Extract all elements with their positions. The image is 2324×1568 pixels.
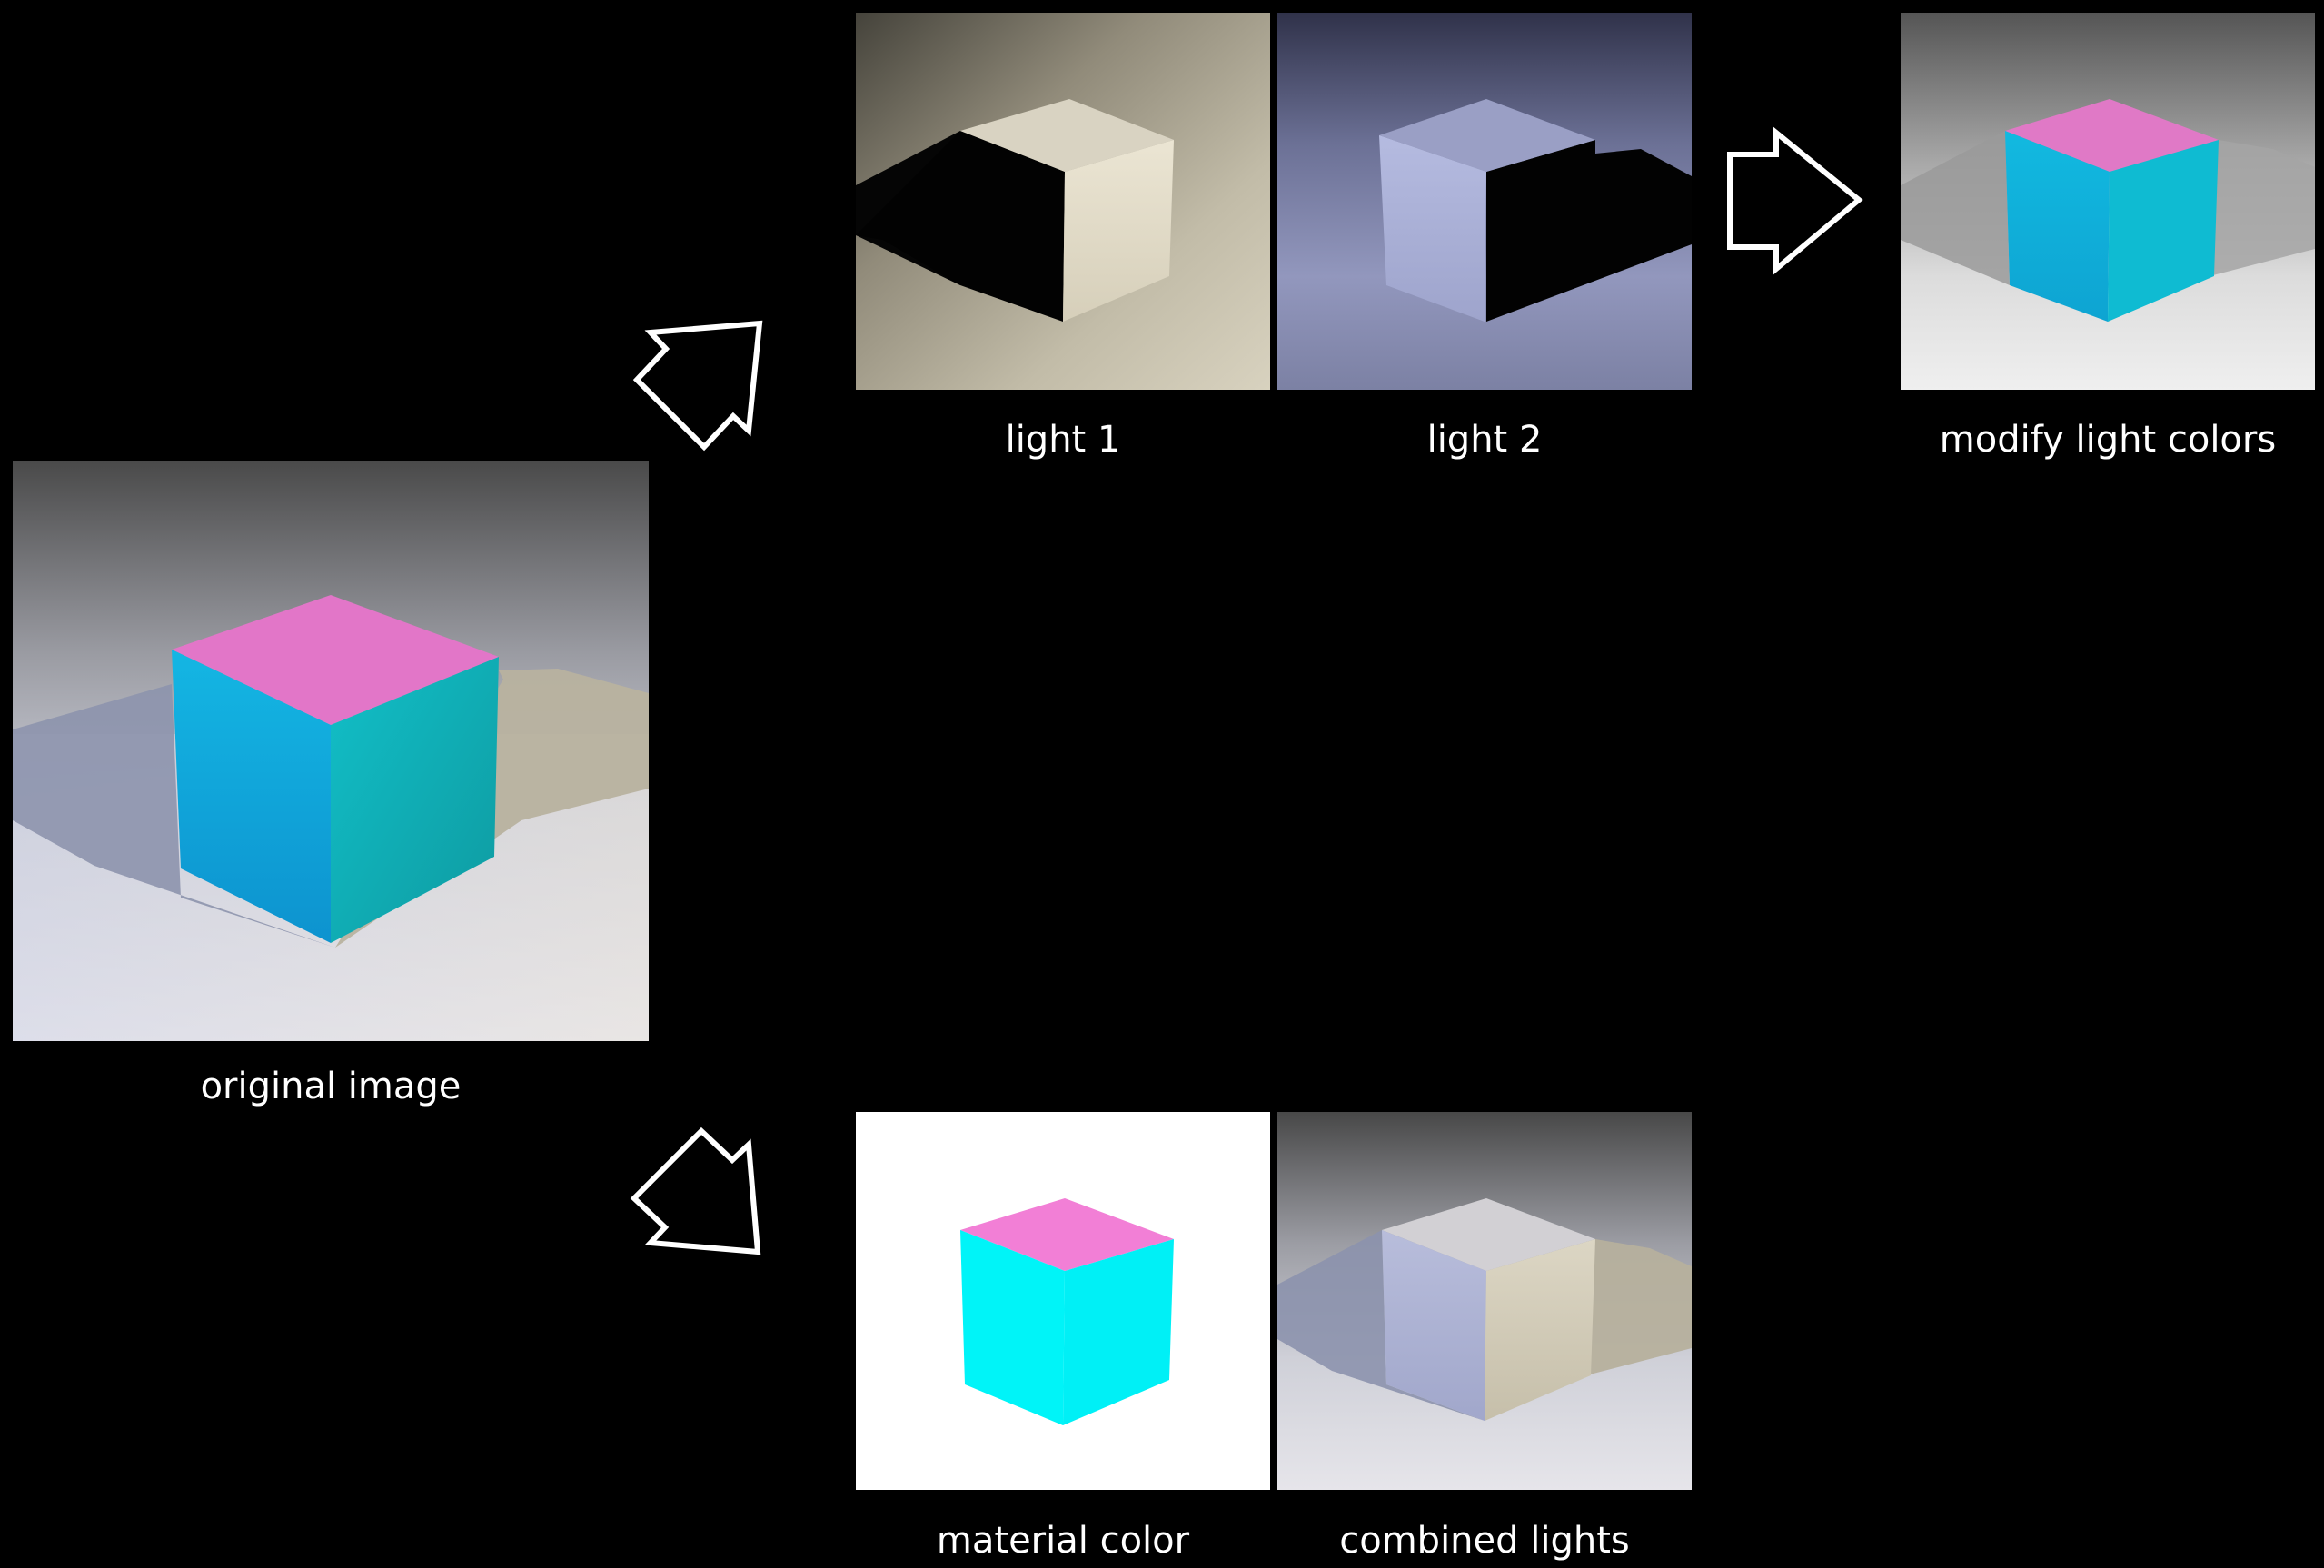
modified-lights-image: [1901, 13, 2315, 390]
original-image: [13, 461, 649, 1041]
light-1-caption: light 1: [1005, 419, 1121, 461]
light-2-image: [1277, 13, 1692, 390]
arrow-to-modified-icon: [1727, 126, 1863, 275]
arrow-to-decomposition-icon: [630, 1126, 761, 1255]
material-color-caption: material color: [936, 1520, 1190, 1562]
original-image-panel: [13, 461, 649, 1041]
light-2-panel: [1277, 13, 1692, 390]
modified-lights-panel: [1901, 13, 2315, 390]
combined-lights-caption: combined lights: [1339, 1520, 1630, 1562]
combined-lights-image: [1277, 1112, 1692, 1490]
combined-lights-panel: [1277, 1112, 1692, 1490]
light-2-caption: light 2: [1426, 419, 1543, 461]
material-color-panel: [856, 1112, 1270, 1490]
original-image-caption: original image: [200, 1066, 462, 1107]
material-color-image: [856, 1112, 1270, 1490]
light-1-image: [856, 13, 1270, 390]
light-1-panel: [856, 13, 1270, 390]
modified-lights-caption: modify light colors: [1939, 419, 2277, 461]
arrow-to-lights-icon: [632, 320, 763, 452]
